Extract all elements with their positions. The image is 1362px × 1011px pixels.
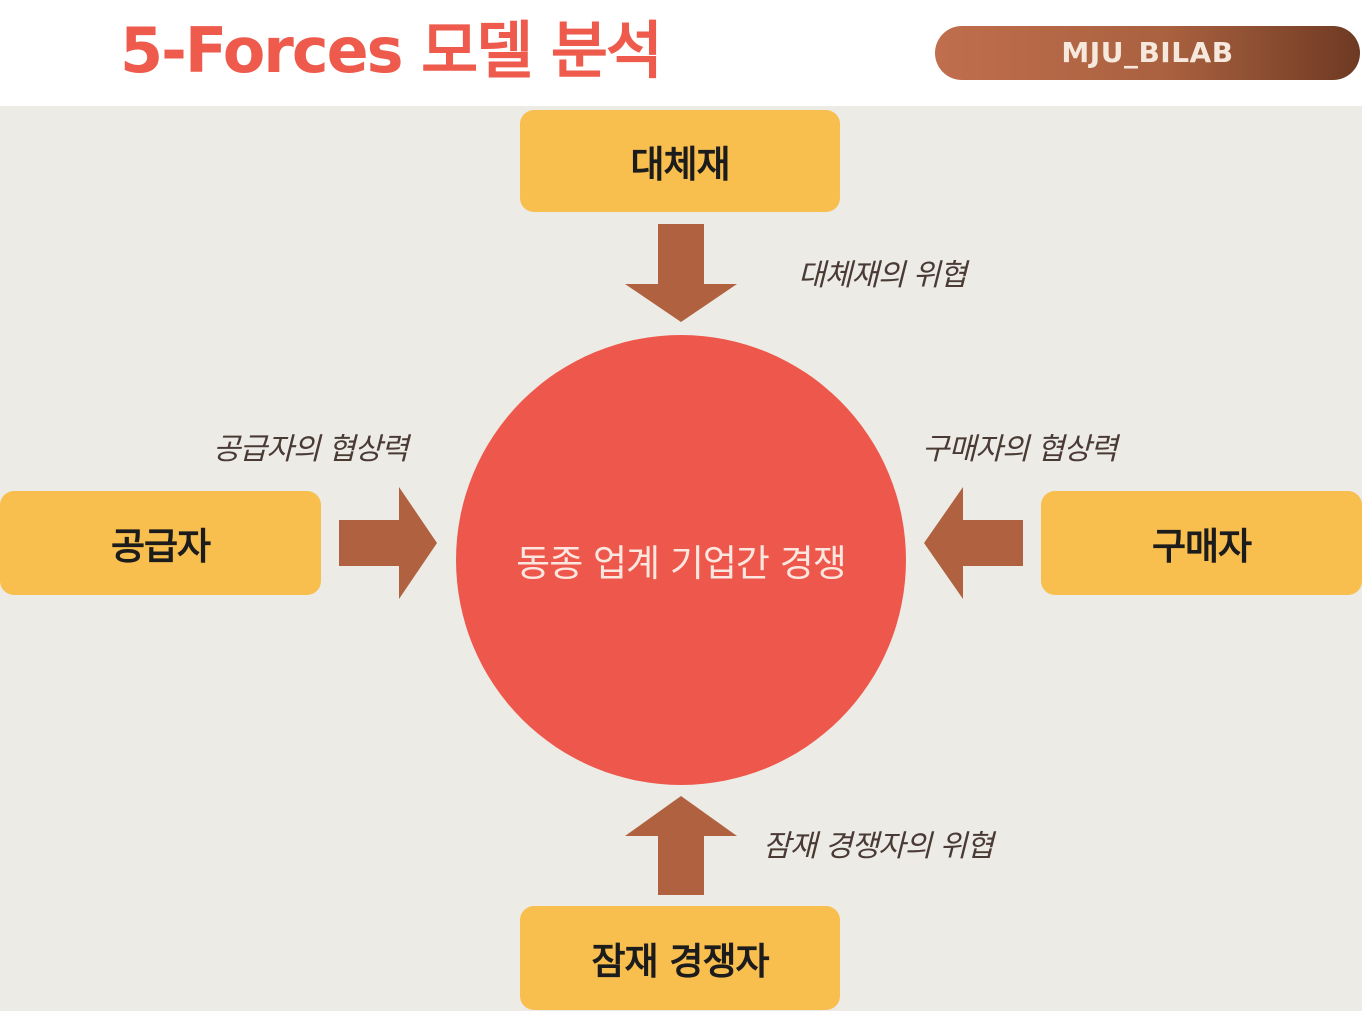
center-label: 동종 업계 기업간 경쟁 bbox=[516, 542, 847, 585]
force-label-buyers: 구매자의 협상력 bbox=[922, 432, 1118, 467]
force-label-suppliers: 공급자의 협상력 bbox=[213, 432, 409, 467]
node-new-entrants: 잠재 경쟁자 bbox=[520, 906, 840, 1010]
node-substitutes: 대체재 bbox=[520, 110, 840, 212]
arrow-left-icon bbox=[924, 487, 1023, 599]
node-buyers: 구매자 bbox=[1041, 491, 1362, 595]
arrow-down-icon bbox=[625, 224, 737, 322]
arrow-up-icon bbox=[625, 796, 737, 895]
header: 5-Forces 모델 분석 MJU_BILAB bbox=[0, 0, 1362, 104]
arrow-right-icon bbox=[339, 487, 437, 599]
lab-badge: MJU_BILAB bbox=[935, 26, 1360, 80]
force-label-substitutes: 대체재의 위협 bbox=[798, 258, 967, 293]
center-rivalry-circle: 동종 업계 기업간 경쟁 bbox=[456, 335, 906, 785]
force-label-new-entrants: 잠재 경쟁자의 위협 bbox=[763, 829, 994, 864]
node-suppliers: 공급자 bbox=[0, 491, 321, 595]
page-title: 5-Forces 모델 분석 bbox=[120, 14, 663, 87]
